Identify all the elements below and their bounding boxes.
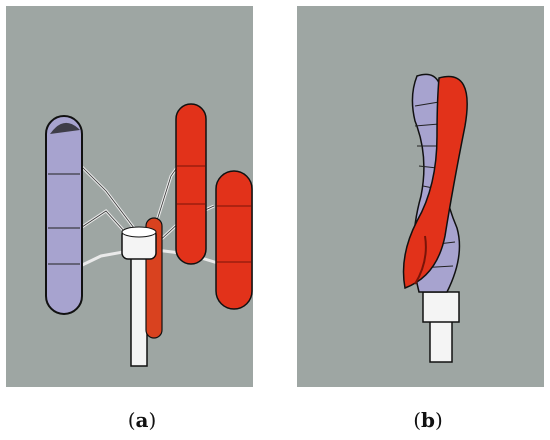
h-type-turbine-illustration <box>45 103 253 367</box>
helical-turbine-illustration <box>402 73 468 363</box>
generator-housing <box>422 291 460 323</box>
caption-b: (b) <box>413 408 443 432</box>
caption-a: (a) <box>127 408 157 432</box>
blade-red-rear <box>175 103 207 265</box>
panel-a <box>6 6 253 387</box>
blade-red-front <box>215 170 253 310</box>
panel-b <box>297 6 544 387</box>
tower-mast <box>130 253 148 367</box>
tower-mast <box>429 317 453 363</box>
blade-red <box>402 75 468 290</box>
blade-lavender <box>45 115 83 315</box>
